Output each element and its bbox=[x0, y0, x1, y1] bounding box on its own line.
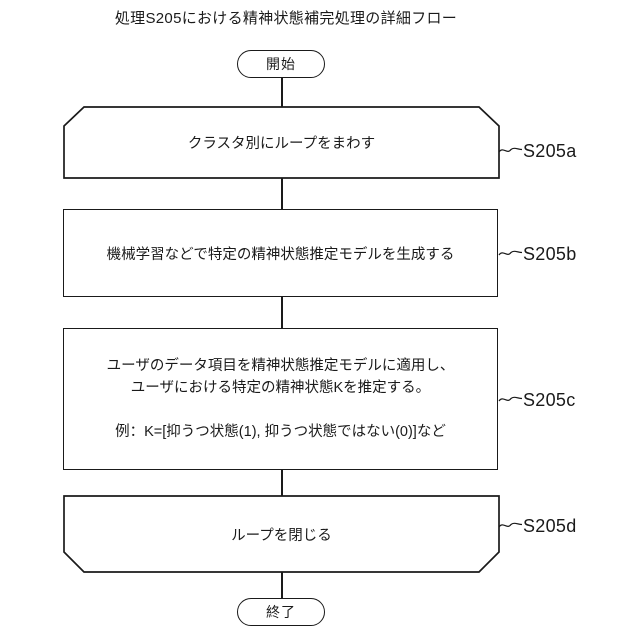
leader-line-s205b bbox=[498, 250, 523, 256]
step-label-s205a: S205a bbox=[523, 141, 577, 161]
leader-line-s205c bbox=[498, 396, 523, 402]
loop-end-shape-s205d: ループを閉じる bbox=[63, 495, 500, 573]
process-box-s205b: 機械学習などで特定の精神状態推定モデルを生成する bbox=[63, 209, 498, 297]
connector-s205c-to-s205d bbox=[281, 469, 283, 496]
step-text-s205a: クラスタ別にループをまわす bbox=[187, 136, 376, 152]
start-terminal: 開始 bbox=[237, 50, 325, 78]
loop-end-outline bbox=[63, 495, 500, 573]
connector-s205b-to-s205c bbox=[281, 296, 283, 329]
figure-title: 処理S205における精神状態補完処理の詳細フロー bbox=[114, 10, 458, 27]
connector-s205a-to-s205b bbox=[281, 178, 283, 210]
end-terminal-label: 終了 bbox=[266, 604, 296, 620]
end-terminal: 終了 bbox=[237, 598, 325, 626]
step-label-s205c: S205c bbox=[523, 390, 576, 410]
leader-line-s205a bbox=[498, 147, 523, 153]
connector-start-to-s205a bbox=[281, 77, 283, 108]
step-text-s205c: ユーザのデータ項目を精神状態推定モデルに適用し、 ユーザにおける特定の精神状態K… bbox=[106, 358, 455, 440]
loop-begin-outline bbox=[63, 106, 500, 179]
step-text-s205d: ループを閉じる bbox=[231, 527, 332, 544]
leader-line-s205d bbox=[498, 522, 523, 528]
step-label-s205d: S205d bbox=[523, 516, 577, 536]
process-box-s205c: ユーザのデータ項目を精神状態推定モデルに適用し、 ユーザにおける特定の精神状態K… bbox=[63, 328, 498, 470]
connector-s205d-to-end bbox=[281, 572, 283, 600]
step-label-s205b: S205b bbox=[523, 244, 577, 264]
loop-begin-shape-s205a: クラスタ別にループをまわす bbox=[63, 106, 500, 179]
start-terminal-label: 開始 bbox=[266, 56, 296, 72]
step-text-s205b: 機械学習などで特定の精神状態推定モデルを生成する bbox=[106, 246, 455, 263]
